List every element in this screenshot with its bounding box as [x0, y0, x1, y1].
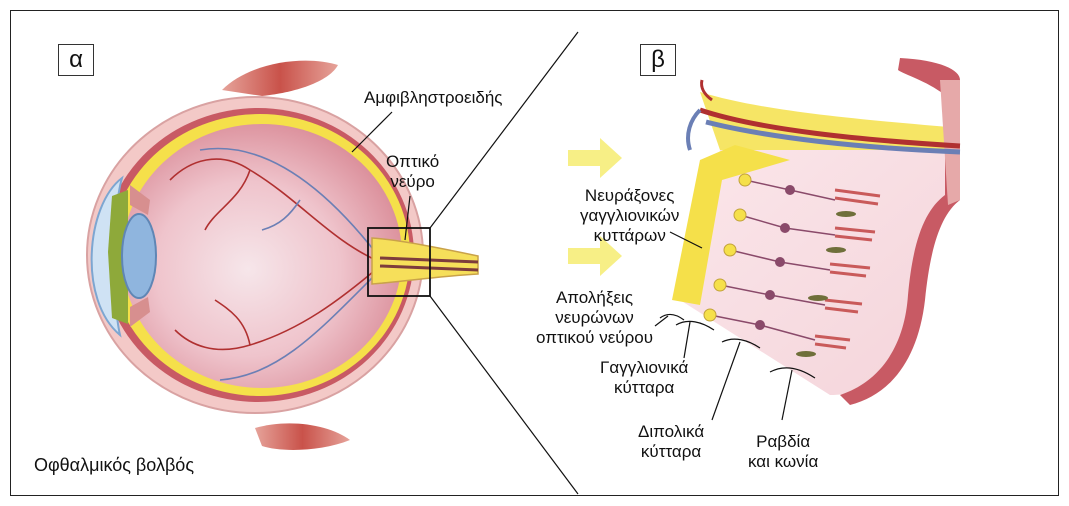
label-eyeball: Οφθαλμικός βολβός: [34, 455, 194, 475]
label-nerve-endings: Απολήξεις νευρώνων οπτικού νεύρου: [536, 288, 653, 348]
upper-muscle: [222, 61, 338, 96]
label-optic-nerve: Οπτικό νεύρο: [386, 152, 439, 192]
label-ganglion-axons: Νευράξονες γαγγλιονικών κυττάρων: [580, 186, 679, 246]
eyeball: [87, 61, 478, 450]
panel-label-a: α: [58, 44, 94, 76]
light-arrow-top: [568, 138, 622, 178]
label-rods-cones: Ραβδία και κωνία: [748, 432, 818, 472]
lower-muscle: [255, 423, 350, 450]
vitreous-body: [122, 124, 402, 388]
panel-label-b: β: [640, 44, 676, 76]
label-ganglion-cells: Γαγγλιονικά κύτταρα: [600, 358, 688, 398]
label-bipolar-cells: Διπολικά κύτταρα: [638, 422, 704, 462]
lens: [122, 214, 156, 298]
label-retina: Αμφιβληστροειδής: [364, 88, 502, 108]
